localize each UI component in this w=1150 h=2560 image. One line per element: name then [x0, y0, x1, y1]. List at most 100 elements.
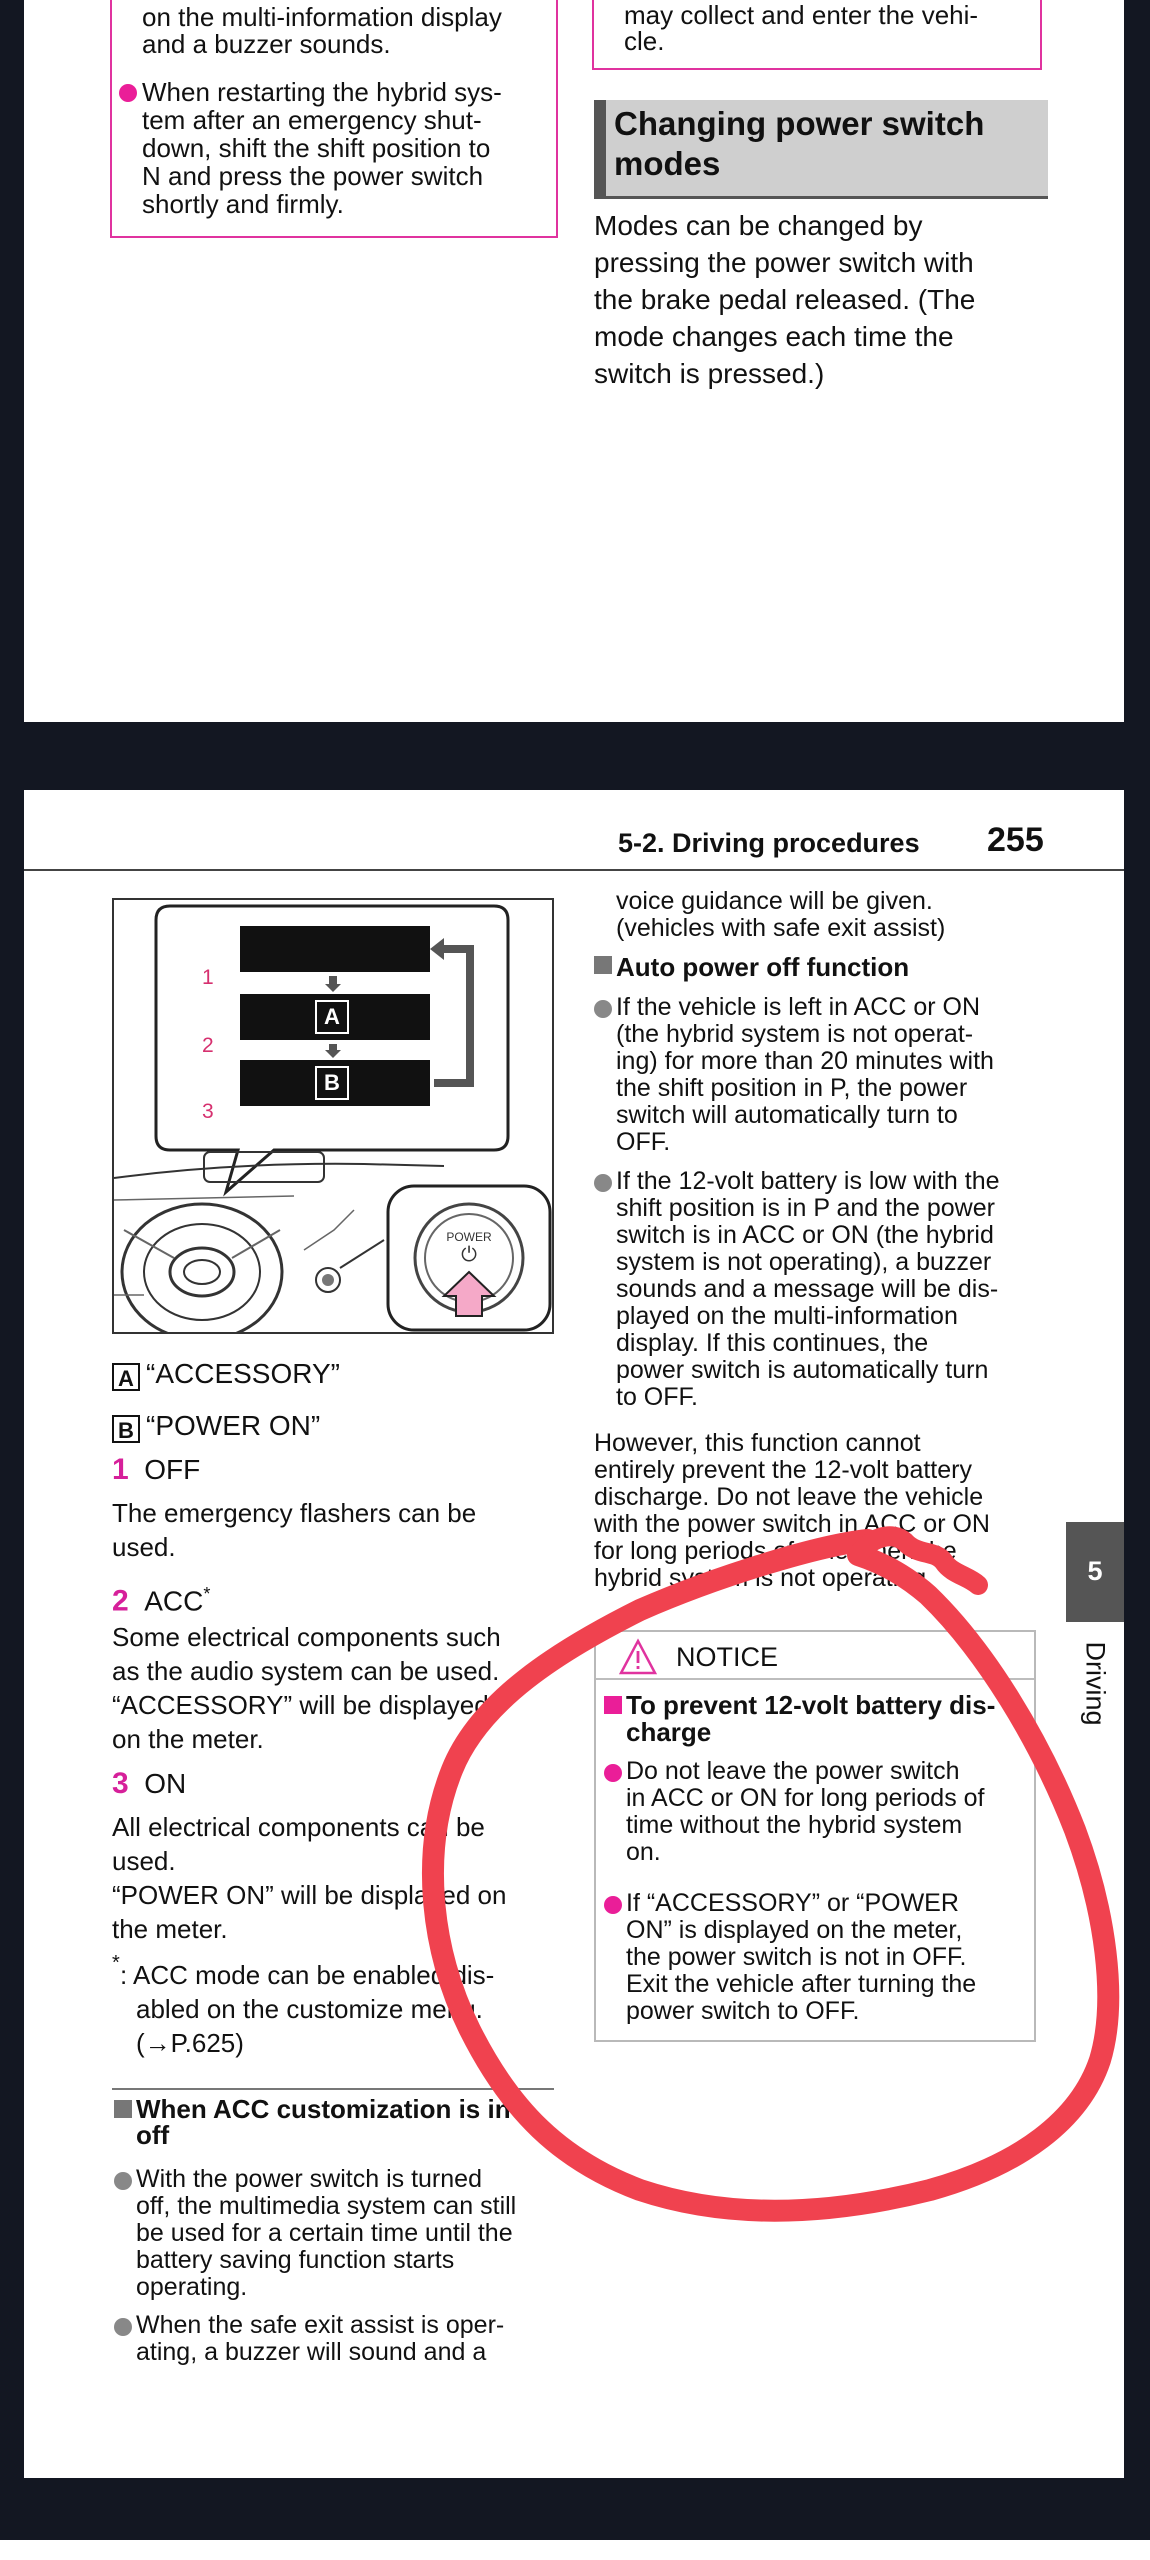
- left-bullet-line-4: N and press the power switch: [142, 161, 484, 191]
- mode-2-desc-1: Some electrical components such: [112, 1622, 501, 1652]
- notice-heading-line-2: charge: [626, 1717, 712, 1747]
- bullet-icon: [604, 1764, 622, 1782]
- legend-b-text: “POWER ON”: [146, 1410, 321, 1441]
- however-line-5: for long periods of time when the: [594, 1537, 957, 1565]
- mode-3: 3 ON: [112, 1766, 186, 1802]
- mode-3-desc-3: “POWER ON” will be displayed on: [112, 1880, 507, 1910]
- notice-b1-line-2: in ACC or ON for long periods of: [626, 1784, 985, 1812]
- acc-b1-line-3: be used for a certain time until the: [136, 2219, 513, 2247]
- auto-b1-line-1: If the vehicle is left in ACC or ON: [616, 993, 981, 1021]
- left-box-line-2: and a buzzer sounds.: [142, 29, 391, 59]
- figure-row-1: 1: [202, 966, 214, 989]
- auto-b1-line-5: switch will automatically turn to: [616, 1101, 958, 1129]
- auto-b2-line-4: system is not operating), a buzzer: [616, 1248, 992, 1276]
- however-line-6: hybrid system is not operating.: [594, 1564, 934, 1592]
- section-heading-box: [594, 100, 1048, 199]
- mode-2-desc-2: as the audio system can be used.: [112, 1656, 500, 1686]
- legend-a: A“ACCESSORY”: [112, 1358, 340, 1391]
- legend-a-key: A: [112, 1363, 140, 1391]
- notice-title: NOTICE: [676, 1642, 779, 1672]
- auto-b1-line-3: ing) for more than 20 minutes with: [616, 1047, 994, 1075]
- power-symbol-icon: ⏻: [461, 1244, 477, 1266]
- page-255: 5-2. Driving procedures 255: [24, 790, 1124, 2478]
- right-info-box: [592, 0, 1042, 70]
- page-next-edge: [0, 2540, 1150, 2560]
- auto-b2-line-6: played on the multi-information: [616, 1302, 958, 1330]
- however-line-2: entirely prevent the 12-volt battery: [594, 1456, 972, 1484]
- bullet-icon: [594, 1000, 612, 1018]
- left-bullet-line-3: down, shift the shift position to: [142, 133, 491, 163]
- notice-b1-line-4: on.: [626, 1838, 661, 1866]
- auto-b1-line-4: the shift position in P, the power: [616, 1074, 968, 1102]
- left-bullet-line-5: shortly and firmly.: [142, 189, 344, 219]
- acc-b1-line-5: operating.: [136, 2273, 248, 2301]
- section-heading-line-1: Changing power switch: [614, 105, 985, 142]
- however-line-1: However, this function cannot: [594, 1429, 921, 1457]
- figure-row-3: 3: [202, 1100, 214, 1123]
- notice-b2-line-5: power switch to OFF.: [626, 1997, 860, 2025]
- figure-svg: [114, 904, 552, 1332]
- section-text-line-1: Modes can be changed by: [594, 210, 923, 241]
- notice-title-rule: [596, 1678, 1034, 1680]
- mode-2-desc-3: “ACCESSORY” will be displayed: [112, 1690, 489, 1720]
- mode-1-number: 1: [112, 1453, 129, 1486]
- mode-2-sup: *: [203, 1584, 211, 1604]
- display-bar-1: [240, 926, 430, 972]
- auto-b1-line-6: OFF.: [616, 1128, 671, 1156]
- mode-3-desc-4: the meter.: [112, 1914, 228, 1944]
- bullet-icon: [114, 2172, 132, 2190]
- auto-b2-line-7: display. If this continues, the: [616, 1329, 929, 1357]
- mode-1: 1 OFF: [112, 1452, 200, 1488]
- warning-triangle-icon: [618, 1638, 658, 1675]
- auto-b2-line-2: shift position is in P and the power: [616, 1194, 995, 1222]
- notice-b2-line-4: Exit the vehicle after turning the: [626, 1970, 977, 1998]
- footnote-mark: *: [112, 1952, 120, 1974]
- heading-square-icon: [594, 956, 612, 974]
- auto-b2-line-8: power switch is automatically turn: [616, 1356, 989, 1384]
- footnote-line-1: : ACC mode can be enabled/dis-: [120, 1960, 495, 1990]
- notice-b1-line-3: time without the hybrid system: [626, 1811, 963, 1839]
- power-label: POWER: [446, 1230, 492, 1244]
- acc-heading-line-2: off: [136, 2120, 170, 2150]
- left-bullet-line-1: When restarting the hybrid sys-: [142, 77, 502, 107]
- page-number: 255: [987, 821, 1044, 859]
- mode-2-label: ACC: [144, 1585, 204, 1617]
- bullet-icon: [604, 1896, 622, 1914]
- bullet-icon: [119, 84, 137, 102]
- notice-b1-line-1: Do not leave the power switch: [626, 1757, 960, 1785]
- header-rule: [24, 869, 1124, 871]
- mode-1-desc-2: used.: [112, 1532, 176, 1562]
- left-box-line-1: on the multi-information display: [142, 2, 502, 32]
- however-line-4: with the power switch in ACC or ON: [594, 1510, 990, 1538]
- acc-b1-line-1: With the power switch is turned: [136, 2165, 482, 2193]
- bullet-icon: [594, 1174, 612, 1192]
- notice-b2-line-2: ON” is displayed on the meter,: [626, 1916, 963, 1944]
- notice-b2-line-3: the power switch is not in OFF.: [626, 1943, 967, 1971]
- page-top: on the multi-information display and a b…: [24, 0, 1124, 722]
- footnote-line-2: abled on the customize menu.: [136, 1994, 483, 2024]
- left-bullet-line-2: tem after an emergency shut-: [142, 105, 482, 135]
- cycle-arrow: [434, 945, 474, 1087]
- right-box-line-1: may collect and enter the vehi-: [624, 0, 979, 30]
- mode-3-desc-1: All electrical components can be: [112, 1812, 485, 1842]
- left-info-box: [110, 0, 558, 238]
- figure-box-b: B: [324, 1070, 340, 1095]
- heading-square-icon: [604, 1696, 622, 1714]
- heading-square-icon: [114, 2100, 132, 2118]
- mode-3-label: ON: [144, 1768, 187, 1799]
- however-line-3: discharge. Do not leave the vehicle: [594, 1483, 984, 1511]
- chapter-tab-number: 5: [1087, 1556, 1103, 1586]
- mode-3-desc-2: used.: [112, 1846, 176, 1876]
- power-switch-figure: 1 2 3 A B POWER ⏻: [112, 898, 554, 1334]
- acc-heading-line-1: When ACC customization is in: [136, 2094, 511, 2124]
- acc-b1-line-4: battery saving function starts: [136, 2246, 455, 2274]
- press-arrow: [441, 1270, 497, 1317]
- footnote-line-3: (→P.625): [136, 2028, 244, 2058]
- figure-box-a: A: [324, 1004, 340, 1029]
- steering-wheel: [120, 1202, 284, 1332]
- mode-2-desc-4: on the meter.: [112, 1724, 264, 1754]
- mode-1-label: OFF: [144, 1454, 201, 1485]
- section-text-line-3: the brake pedal released. (The: [594, 284, 976, 315]
- acc-divider: [112, 2088, 554, 2090]
- section-text-line-2: pressing the power switch with: [594, 247, 974, 278]
